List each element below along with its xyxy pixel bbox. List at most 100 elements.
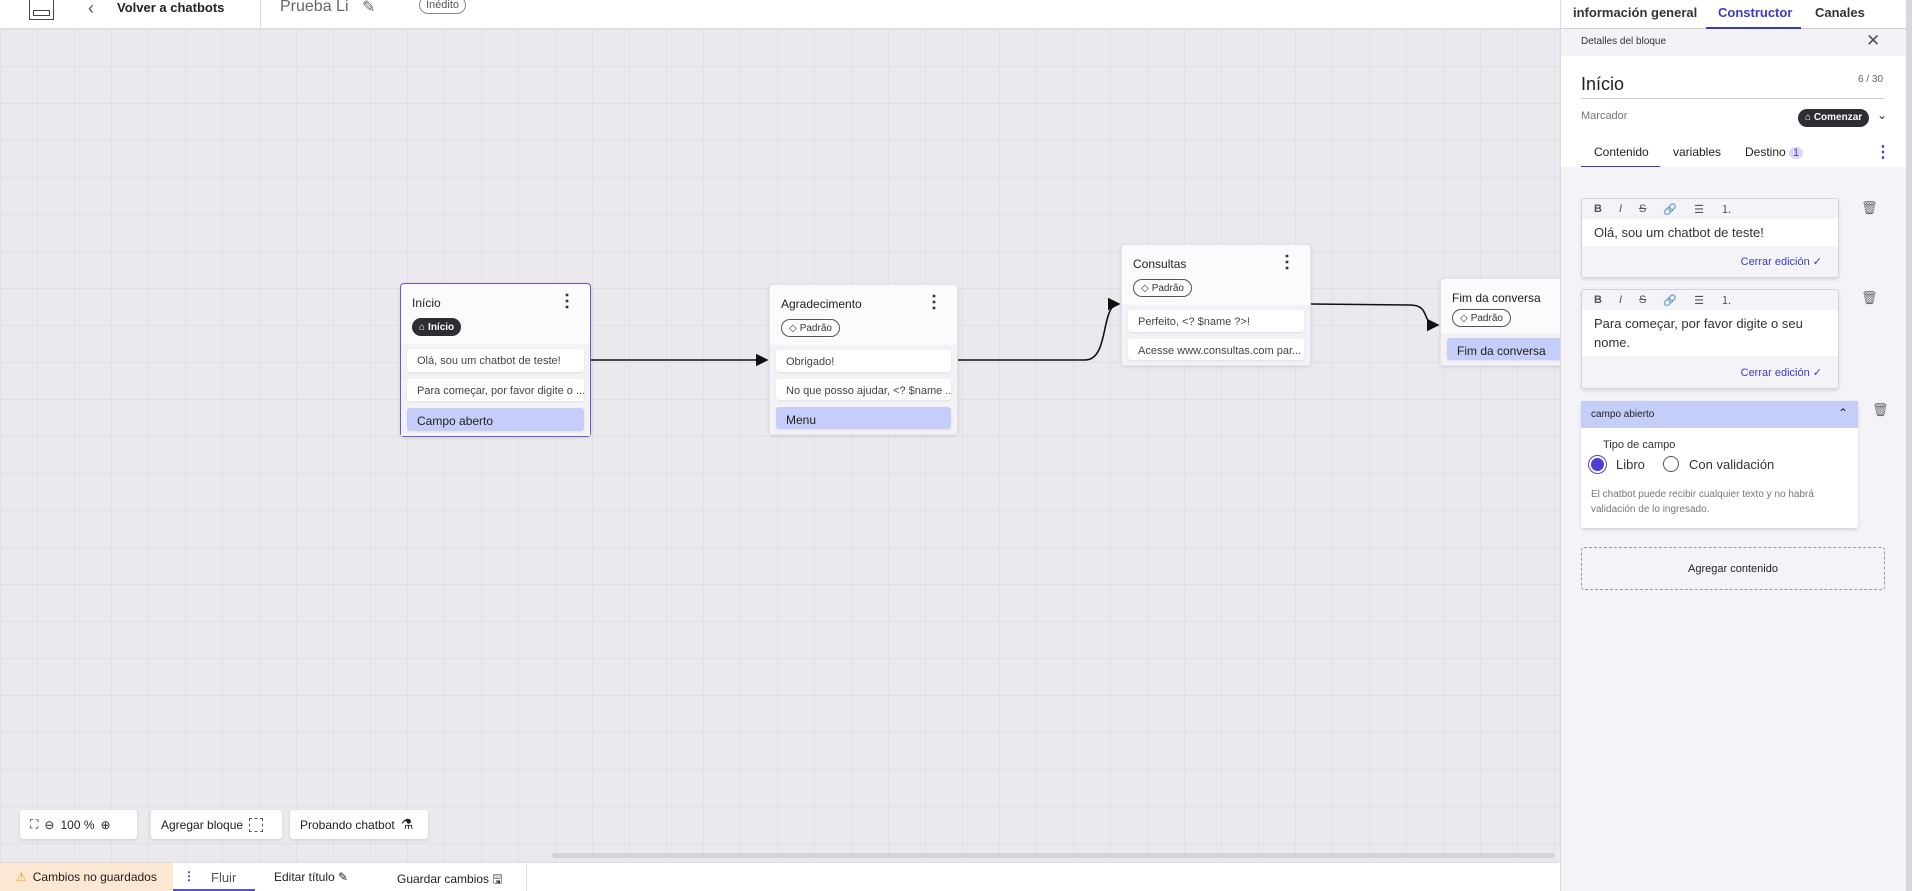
divider [260, 0, 261, 29]
block-name-input[interactable]: Início [1581, 74, 1625, 94]
more-options-icon[interactable]: ⋮ [183, 869, 195, 883]
block-details-panel: información general Constructor Canales … [1560, 0, 1912, 891]
numbered-list-icon[interactable]: ⒈ [1720, 204, 1732, 216]
more-options-icon[interactable]: ⋮ [1875, 144, 1891, 161]
zoom-in-icon[interactable]: ⊕ [100, 817, 111, 832]
node-menu-icon[interactable]: ⋯ [924, 293, 944, 311]
node-action[interactable]: Menu [776, 407, 951, 430]
tab-constructor[interactable]: Constructor [1718, 5, 1793, 20]
badge-label: Padrão [1151, 282, 1184, 294]
edge-agradecimento-consultas [958, 297, 1121, 361]
delete-icon[interactable]: 🗑 [1861, 290, 1878, 305]
tab-destination[interactable]: Destino 1 [1745, 145, 1804, 159]
node-action[interactable]: Fim da conversa [1447, 338, 1560, 360]
tab-general-info[interactable]: información general [1573, 5, 1698, 20]
tab-channels[interactable]: Canales [1815, 5, 1865, 20]
status-badge: Inédito [419, 0, 467, 14]
node-menu-icon[interactable]: ⋯ [1277, 253, 1297, 271]
add-content-button[interactable]: Agregar contenido [1581, 547, 1885, 590]
tab-flow-underline [173, 889, 255, 891]
add-content-label: Agregar contenido [1688, 562, 1778, 575]
node-message[interactable]: Obrigado! [776, 350, 951, 372]
destination-count-badge: 1 [1789, 147, 1804, 159]
radio-libro[interactable]: Libro [1589, 456, 1645, 473]
block-node-fim[interactable]: Fim da conversa ◇Padrão Fim da conversa [1440, 278, 1560, 366]
radio-con-validacion[interactable]: Con validación [1663, 456, 1774, 472]
add-block-icon [249, 817, 264, 832]
message-text[interactable]: Olá, sou um chatbot de teste! [1582, 219, 1838, 246]
node-message[interactable]: No que posso ajudar, <? $name ... [776, 378, 951, 401]
italic-icon[interactable]: I [1618, 294, 1623, 306]
marker-label: Marcador [1581, 110, 1628, 122]
node-marker-badge: ◇Padrão [1133, 279, 1192, 297]
strikethrough-icon[interactable]: S [1639, 294, 1647, 306]
close-edit-button[interactable]: Cerrar edición ✓ [1741, 366, 1822, 379]
close-edit-button[interactable]: Cerrar edición ✓ [1741, 255, 1822, 268]
check-icon: ✓ [1812, 256, 1822, 268]
delete-icon[interactable]: 🗑 [1872, 402, 1889, 417]
save-changes-button[interactable]: Guardar cambios 🖫 [397, 870, 503, 891]
tab-constructor-underline [1706, 27, 1801, 29]
node-message[interactable]: Para começar, por favor digite o ... [407, 378, 584, 402]
marker-value: Comenzar [1813, 112, 1863, 123]
node-action[interactable]: Campo aberto [407, 408, 584, 432]
block-node-inicio[interactable]: Início ⋯ ⌂Início Olá, sou um chatbot de … [400, 283, 591, 437]
chatbot-title: Prueba Li [280, 0, 349, 15]
flow-canvas[interactable]: Início ⋯ ⌂Início Olá, sou um chatbot de … [0, 29, 1560, 862]
radio-selected [1589, 456, 1606, 473]
strikethrough-icon[interactable]: S [1639, 203, 1647, 215]
home-icon: ⌂ [419, 321, 426, 333]
open-field-header[interactable]: campo abierto ⌃ [1581, 401, 1858, 428]
content-area: B I S 🔗 ☰ ⒈ Olá, sou um chatbot de teste! Cer… [1561, 167, 1906, 891]
message-text[interactable]: Para começar, por favor digite o seu nom… [1582, 310, 1838, 356]
tab-flow[interactable]: Fluir [211, 870, 237, 885]
edit-title-pencil-icon[interactable]: ✎ [362, 0, 376, 16]
chevron-up-icon[interactable]: ⌃ [1837, 406, 1848, 420]
link-icon[interactable]: 🔗 [1663, 294, 1678, 307]
char-count: 6 / 30 [1858, 74, 1884, 85]
panel-scrollbar[interactable] [1906, 0, 1912, 891]
field-type-label: Tipo de campo [1603, 439, 1676, 451]
tab-variables[interactable]: variables [1673, 145, 1722, 159]
unsaved-changes-indicator: ⚠ Cambios no guardados [0, 863, 173, 891]
node-menu-icon[interactable]: ⋯ [557, 292, 577, 310]
node-message[interactable]: Olá, sou um chatbot de teste! [407, 349, 584, 372]
zoom-out-icon[interactable]: ⊖ [44, 817, 55, 832]
bold-icon[interactable]: B [1594, 294, 1602, 306]
bold-icon[interactable]: B [1594, 203, 1602, 215]
message-editor[interactable]: B I S 🔗 ☰ ⒈ Olá, sou um chatbot de teste! Cer… [1581, 198, 1839, 278]
node-message[interactable]: Acesse www.consultas.com par... [1128, 338, 1304, 360]
chevron-down-icon[interactable]: ⌄ [1877, 108, 1888, 122]
back-to-chatbots-link[interactable]: Volver a chatbots [117, 0, 225, 15]
numbered-list-icon[interactable]: ⒈ [1720, 295, 1732, 307]
divider [526, 863, 527, 891]
block-node-agradecimento[interactable]: Agradecimento ⋯ ◇Padrão Obrigado! No que… [769, 284, 958, 435]
panel-header-title: Detalles del bloque [1581, 36, 1667, 47]
edit-title-button[interactable]: Editar título ✎ [274, 870, 348, 884]
editor-toolbar: B I S 🔗 ☰ ⒈ [1582, 290, 1838, 310]
block-node-consultas[interactable]: Consultas ⋯ ◇Padrão Perfeito, <? $name ?… [1121, 244, 1311, 366]
bullet-list-icon[interactable]: ☰ [1694, 294, 1704, 307]
delete-icon[interactable]: 🗑 [1861, 200, 1878, 215]
node-title: Fim da conversa [1452, 291, 1541, 305]
back-arrow-icon[interactable]: ‹ [88, 0, 94, 18]
test-chatbot-button[interactable]: Probando chatbot ⚗ [290, 810, 428, 839]
home-icon: ⌂ [1805, 112, 1812, 123]
horizontal-scrollbar[interactable] [552, 853, 1555, 858]
zoom-level: 100 % [60, 817, 95, 832]
edge-consultas-fim [1310, 303, 1440, 332]
tag-icon: ◇ [1460, 312, 1468, 324]
close-icon[interactable]: ✕ [1866, 31, 1881, 50]
message-editor[interactable]: B I S 🔗 ☰ ⒈ Para começar, por favor digite o … [1581, 289, 1839, 389]
marker-select[interactable]: ⌂ Comenzar [1798, 109, 1870, 127]
add-block-button[interactable]: Agregar bloque [151, 810, 282, 839]
italic-icon[interactable]: I [1618, 203, 1623, 215]
fit-screen-icon[interactable]: ⛶ [30, 817, 39, 831]
save-changes-label: Guardar cambios [397, 872, 490, 886]
link-icon[interactable]: 🔗 [1663, 203, 1678, 216]
tab-content[interactable]: Contenido [1594, 145, 1649, 159]
pencil-icon: ✎ [338, 870, 349, 884]
add-block-label: Agregar bloque [161, 817, 244, 832]
node-message[interactable]: Perfeito, <? $name ?>! [1128, 310, 1304, 332]
bullet-list-icon[interactable]: ☰ [1694, 203, 1704, 216]
